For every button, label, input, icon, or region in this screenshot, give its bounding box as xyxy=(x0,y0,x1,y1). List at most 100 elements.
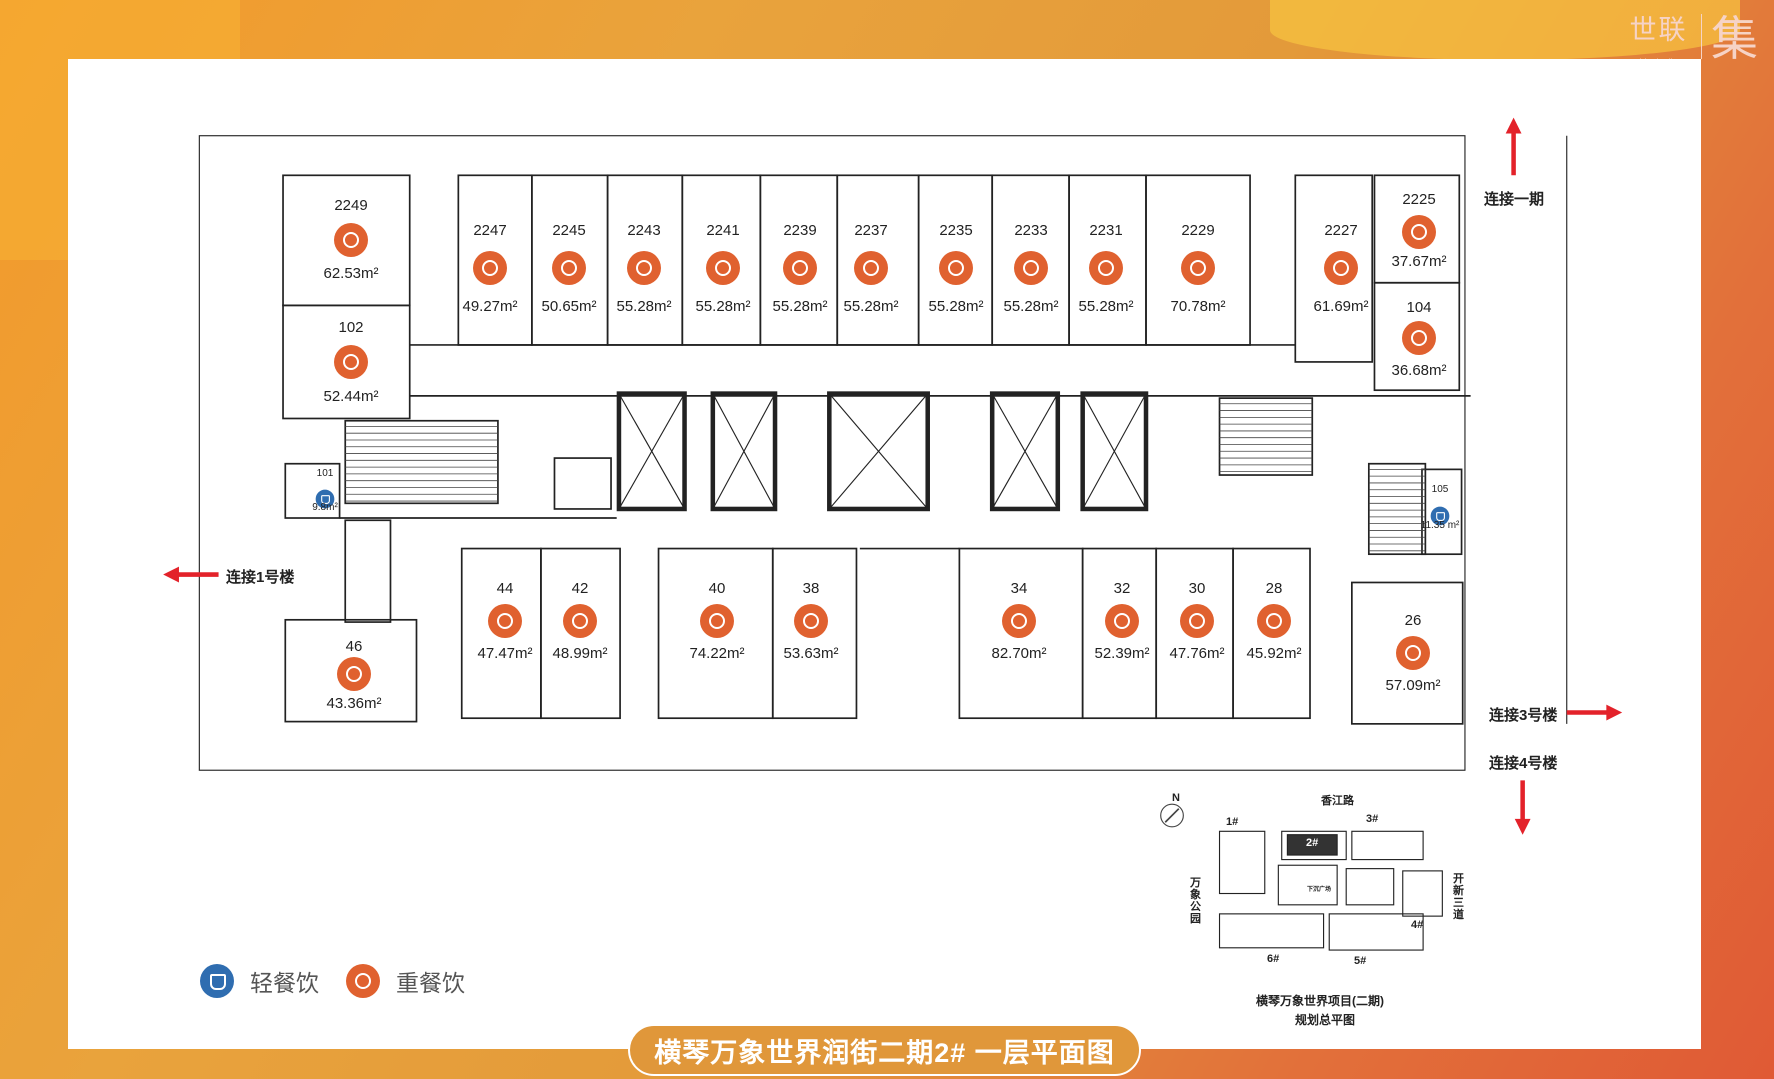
wall xyxy=(284,462,341,519)
dining-plate-icon xyxy=(783,251,817,285)
dining-plate-icon xyxy=(346,964,380,998)
stair xyxy=(1218,397,1314,476)
unit-type-icon xyxy=(552,251,586,289)
decor-blob xyxy=(1270,0,1740,60)
arrow-left-icon-head xyxy=(163,566,179,583)
unit-area: 55.28m² xyxy=(772,298,828,315)
site-bldg-2-highlight xyxy=(1286,834,1338,856)
core-cross xyxy=(618,393,686,510)
page-title: 横琴万象世界润街二期2# 一层平面图 xyxy=(628,1024,1141,1076)
road-west: 万象公园 xyxy=(1190,877,1201,925)
unit-type-icon xyxy=(1402,321,1436,359)
unit-number: 32 xyxy=(1113,580,1131,597)
unit-number: 2247 xyxy=(473,222,507,239)
unit-area: 55.28m² xyxy=(695,298,751,315)
unit-type-icon xyxy=(706,251,740,289)
unit-type-icon xyxy=(1002,604,1036,642)
unit-number: 46 xyxy=(345,638,363,655)
unit-type-icon xyxy=(1105,604,1139,642)
unit-number: 2229 xyxy=(1181,222,1215,239)
unit-area: 52.39m² xyxy=(1094,645,1150,662)
arrow-right-icon-head xyxy=(1606,704,1623,721)
site-block xyxy=(1351,830,1424,861)
dining-plate-icon xyxy=(1396,636,1430,670)
unit-type-icon xyxy=(308,482,342,519)
site-block xyxy=(1328,913,1424,951)
direction-bldg4: 连接4号楼 xyxy=(1489,755,1558,772)
unit-type-icon xyxy=(337,657,371,695)
unit-number: 42 xyxy=(571,580,589,597)
unit-number: 2241 xyxy=(706,222,740,239)
core-cross xyxy=(991,393,1059,510)
dining-plate-icon xyxy=(1180,604,1214,638)
coffee-icon xyxy=(200,964,234,998)
dining-plate-icon xyxy=(563,604,597,638)
legend-light-dining: 轻餐饮 xyxy=(200,964,319,998)
core-shaft xyxy=(827,391,930,512)
dining-plate-icon xyxy=(1089,251,1123,285)
core-shaft xyxy=(989,391,1061,512)
site-block xyxy=(1218,913,1325,949)
direction-bldg1: 连接1号楼 xyxy=(226,569,295,586)
site-block xyxy=(1218,830,1266,895)
unit-number: 2243 xyxy=(627,222,661,239)
dining-plate-icon xyxy=(473,251,507,285)
wall xyxy=(284,618,418,723)
dining-plate-icon xyxy=(1002,604,1036,638)
compass-icon xyxy=(1160,803,1184,828)
unit-number: 102 xyxy=(338,319,364,336)
unit-area: 50.65m² xyxy=(541,298,597,315)
dining-plate-icon xyxy=(854,251,888,285)
core-cross xyxy=(828,393,929,510)
core-shaft xyxy=(710,391,778,512)
site-bldg-5: 5# xyxy=(1354,955,1367,967)
unit-type-icon xyxy=(700,604,734,642)
dining-plate-icon xyxy=(1181,251,1215,285)
unit-area: 11.35 m² xyxy=(1420,520,1460,531)
unit-area: 70.78m² xyxy=(1170,298,1226,315)
site-bldg-4: 4# xyxy=(1411,919,1424,931)
unit-type-icon xyxy=(1324,251,1358,289)
direction-phase1: 连接一期 xyxy=(1484,191,1545,208)
core-shaft xyxy=(1080,391,1149,512)
site-block xyxy=(1281,830,1347,861)
compass-needle xyxy=(1164,808,1180,823)
coffee-icon xyxy=(1430,506,1450,526)
dining-plate-icon xyxy=(337,657,371,691)
unit-number: 38 xyxy=(802,580,820,597)
unit-type-icon xyxy=(1180,604,1214,642)
unit-number: 40 xyxy=(708,580,726,597)
unit-type-icon xyxy=(1181,251,1215,289)
unit-area: 53.63m² xyxy=(783,645,839,662)
unit-type-icon xyxy=(939,251,973,289)
unit-number: 26 xyxy=(1404,612,1422,629)
unit-number: 2249 xyxy=(334,197,368,214)
dining-plate-icon xyxy=(488,604,522,638)
unit-wall xyxy=(771,547,858,720)
legend-heavy-dining: 重餐饮 xyxy=(346,964,465,998)
wall xyxy=(1373,281,1461,392)
unit-wall xyxy=(540,547,621,720)
arrow-down-icon-head xyxy=(1514,818,1531,835)
unit-number: 28 xyxy=(1265,580,1283,597)
unit-number: 34 xyxy=(1010,580,1028,597)
dining-plate-icon xyxy=(627,251,661,285)
unit-area: 52.44m² xyxy=(323,388,379,405)
unit-area: 61.69m² xyxy=(1313,298,1369,315)
site-bldg-6: 6# xyxy=(1267,953,1280,965)
unit-area: 62.53m² xyxy=(323,265,379,282)
unit-number: 101 xyxy=(316,468,334,479)
unit-type-icon xyxy=(627,251,661,289)
unit-area: 48.99m² xyxy=(552,645,608,662)
dining-plate-icon xyxy=(706,251,740,285)
wall xyxy=(282,304,411,420)
dining-plate-icon xyxy=(939,251,973,285)
unit-area: 74.22m² xyxy=(689,645,745,662)
unit-type-icon xyxy=(488,604,522,642)
site-block xyxy=(1277,864,1338,906)
road-east: 开新三道 xyxy=(1453,873,1464,921)
unit-area: 9.8m² xyxy=(312,502,338,513)
unit-number: 2233 xyxy=(1014,222,1048,239)
unit-number: 2237 xyxy=(854,222,888,239)
